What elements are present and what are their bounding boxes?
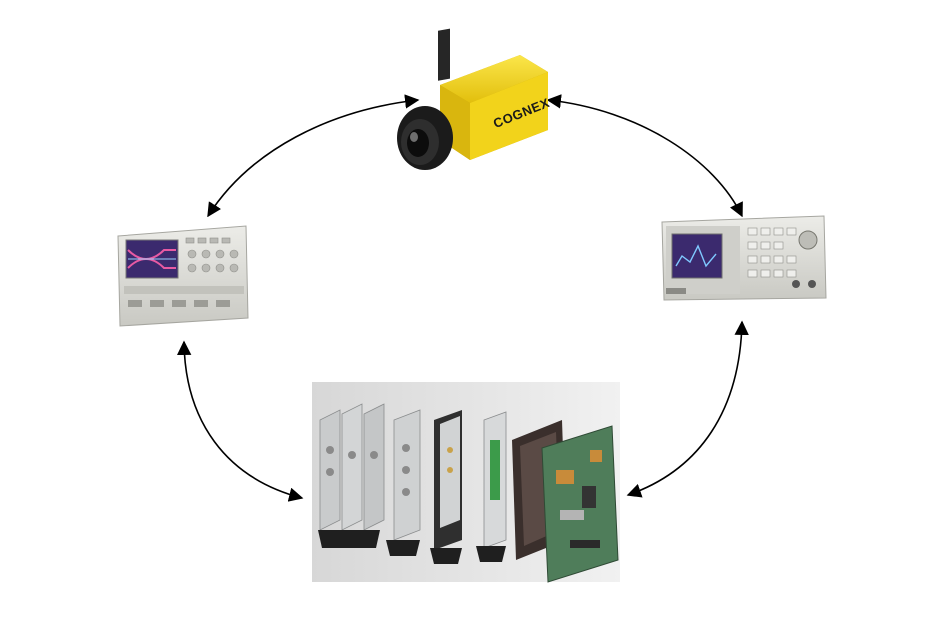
pxi-connectors — [326, 444, 453, 496]
oscilloscope — [117, 225, 249, 327]
connection-arrows — [176, 94, 749, 502]
pxi-circuit-board — [541, 425, 619, 583]
oscilloscope-controls — [185, 237, 239, 273]
pxi-ejector-handles — [318, 530, 506, 564]
function-generator — [661, 215, 827, 301]
pxi-modules — [312, 382, 620, 583]
arrow-camera-oscilloscope — [207, 94, 420, 218]
arrow-oscilloscope-pxi — [176, 340, 304, 502]
function-generator-knob — [798, 230, 818, 250]
function-generator-keypad — [747, 227, 797, 278]
machine-vision-camera: COGNEX — [397, 28, 552, 170]
arrow-function-generator-pxi — [626, 320, 749, 498]
arrow-camera-function-generator — [546, 94, 743, 218]
